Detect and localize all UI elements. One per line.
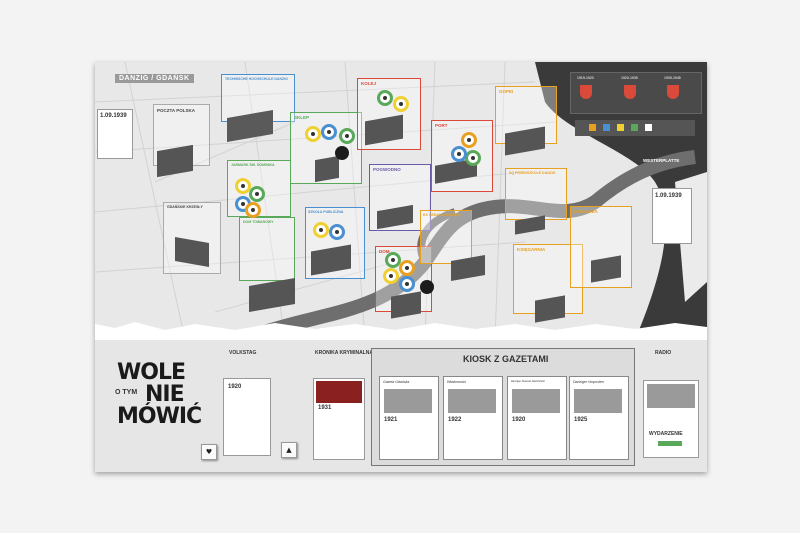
newspaper-card-2[interactable]: Wiadomości 1922: [443, 376, 503, 460]
player-token-orange[interactable]: [245, 202, 261, 218]
shield-icon: [580, 85, 592, 99]
player-token-yellow[interactable]: [235, 178, 251, 194]
newspaper-year-1: 1921: [384, 417, 398, 423]
map-area: DANZIG / GDAŃSK POCZTA POLSKA TECHNISCHE…: [95, 62, 707, 340]
kiosk-title: KIOSK Z GAZETAMI: [463, 354, 549, 364]
radio-label: RADIO: [655, 350, 672, 356]
volkstag-label: VOLKSTAG: [229, 350, 257, 356]
newspaper-card-4[interactable]: Danziger Vorposten 1925: [569, 376, 629, 460]
game-title-line2a: O TYM: [115, 389, 138, 396]
player-token-blue[interactable]: [329, 224, 345, 240]
game-title-line2b: NIE: [145, 382, 185, 407]
volkstag-card[interactable]: 1920: [223, 378, 271, 456]
newspaper-name-4: Danziger Vorposten: [573, 380, 604, 384]
black-marker-token[interactable]: [420, 280, 434, 294]
player-token-green[interactable]: [385, 252, 401, 268]
color-track: [575, 120, 695, 136]
newspaper-name-3: Danziger Neueste Nachrichten: [511, 380, 546, 383]
timeline-2: 1920-1939: [621, 76, 638, 80]
newspaper-year-4: 1925: [574, 417, 588, 423]
wydarzenie-label: WYDARZENIE: [649, 431, 683, 437]
location-ks-label: KS GEDANIA GDAŃSK: [423, 213, 461, 217]
game-board: DANZIG / GDAŃSK POCZTA POLSKA TECHNISCHE…: [95, 62, 707, 472]
location-sq-box[interactable]: [505, 168, 567, 220]
player-token-yellow[interactable]: [393, 96, 409, 112]
location-westerplatte-label: WESTERPLATTE: [643, 158, 680, 163]
info-card-left-year: 1.09.1939: [100, 113, 127, 119]
player-token-green[interactable]: [249, 186, 265, 202]
kronika-image: [316, 381, 362, 403]
newspaper-card-3[interactable]: Danziger Neueste Nachrichten 1920: [507, 376, 567, 460]
timeline-1: 1919-1920: [577, 76, 594, 80]
track-orange[interactable]: [589, 124, 596, 131]
player-token-blue[interactable]: [321, 124, 337, 140]
location-dom-label: DOM: [379, 249, 390, 254]
player-token-yellow[interactable]: [313, 222, 329, 238]
timeline-3: 1939-1945: [664, 76, 681, 80]
player-token-blue[interactable]: [399, 276, 415, 292]
newspaper-image-4: [574, 389, 622, 413]
player-token-green[interactable]: [465, 150, 481, 166]
game-title-line1: WOLE: [117, 360, 186, 385]
wydarzenie-bar: [658, 441, 682, 446]
info-card-right: 1.09.1939: [652, 188, 692, 244]
player-token-orange[interactable]: [461, 132, 477, 148]
track-empty[interactable]: [645, 124, 652, 131]
location-port-label: PORT: [435, 123, 448, 128]
building-sklep: [315, 155, 339, 183]
location-ks-box[interactable]: [420, 210, 472, 264]
player-token-green[interactable]: [339, 128, 355, 144]
shield-icon: [667, 85, 679, 99]
location-sq-label: SQ PRZEDSZKOLE DANZIG: [509, 171, 556, 175]
location-jarmark-label: JARMARK ŚW. DOMINIKA: [231, 163, 275, 167]
location-poczta-label: POCZTA POLSKA: [157, 108, 195, 113]
shield-icon: [624, 85, 636, 99]
kronika-year: 1931: [318, 405, 332, 411]
kronika-card[interactable]: 1931: [313, 378, 365, 460]
location-gopei-label: GOPEI: [499, 89, 514, 94]
info-card-left: 1.09.1939: [97, 109, 133, 159]
location-pogwodno-label: POGWODNO: [373, 167, 401, 172]
player-token-green[interactable]: [377, 90, 393, 106]
location-dom-towarowy-box[interactable]: [239, 217, 295, 281]
game-title-line3: MÓWIĆ: [117, 404, 202, 429]
location-ksiegarnia-label: KSIĘGARNIA: [517, 247, 546, 252]
radio-image: [647, 384, 695, 408]
die-heart[interactable]: ♥: [201, 444, 217, 460]
lower-panel: WOLE O TYM NIE MÓWIĆ VOLKSTAG 1920 KRONI…: [95, 340, 707, 472]
location-koleje-label: KOLEJ: [361, 81, 377, 86]
newspaper-name-2: Wiadomości: [447, 380, 467, 384]
timeline-panel: 1919-1920 1920-1939 1939-1945: [570, 72, 702, 114]
newspaper-year-3: 1920: [512, 417, 526, 423]
location-techniczne-label: TECHNISCHE HOCHSCHULE DANZIG: [225, 77, 288, 81]
location-gdanskie-box[interactable]: [163, 202, 221, 274]
district-label: DANZIG / GDAŃSK: [115, 74, 194, 83]
location-sklep-label: SKLEP: [294, 115, 310, 120]
black-marker-token[interactable]: [335, 146, 349, 160]
player-token-blue[interactable]: [451, 146, 467, 162]
newspaper-image-2: [448, 389, 496, 413]
info-card-right-year: 1.09.1939: [655, 193, 682, 199]
newspaper-image-3: [512, 389, 560, 413]
player-token-orange[interactable]: [399, 260, 415, 276]
kronika-label: KRONIKA KRYMINALNA: [315, 350, 373, 356]
player-token-yellow[interactable]: [305, 126, 321, 142]
location-szkola-label: SZKOŁA PUBLICZNA: [308, 210, 344, 214]
die-triangle[interactable]: ▲: [281, 442, 297, 458]
volkstag-year: 1920: [228, 384, 242, 390]
track-blue[interactable]: [603, 124, 610, 131]
newspaper-name-1: Gazeta Gdańska: [383, 380, 410, 384]
newspaper-image-1: [384, 389, 432, 413]
newspaper-card-1[interactable]: Gazeta Gdańska 1921: [379, 376, 439, 460]
location-pywalnia-label: PYWALNIA: [574, 209, 598, 214]
radio-card[interactable]: WYDARZENIE: [643, 380, 699, 458]
newspaper-year-2: 1922: [448, 417, 462, 423]
player-token-yellow[interactable]: [383, 268, 399, 284]
track-yellow[interactable]: [617, 124, 624, 131]
location-dom-towarowy-label: DOM TOWAROWY: [243, 220, 274, 224]
track-green[interactable]: [631, 124, 638, 131]
location-gdanskie-label: GDAŃSKIE KRZESŁY: [167, 205, 203, 209]
